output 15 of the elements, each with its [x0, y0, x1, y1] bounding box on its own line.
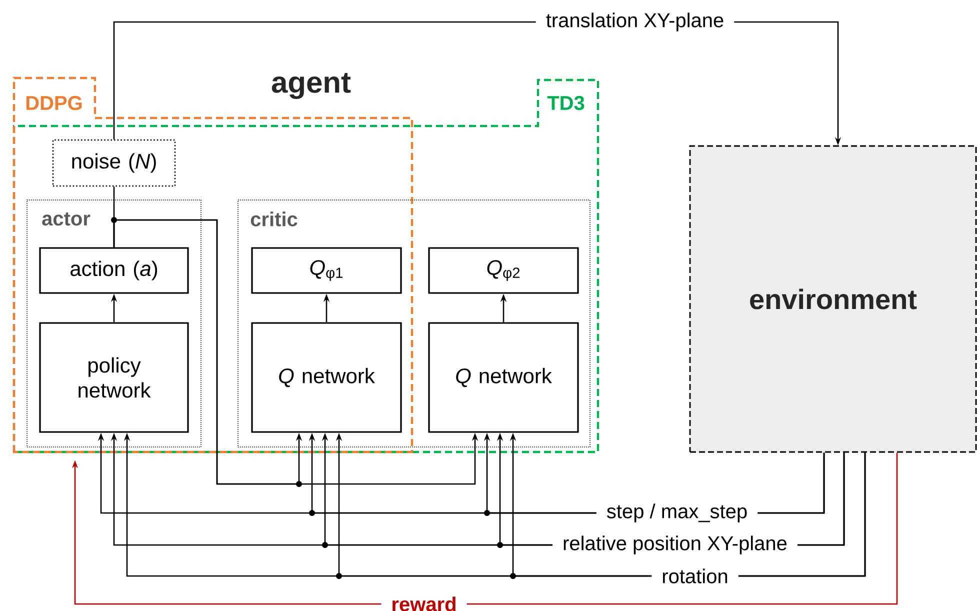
edge-label: rotation: [652, 568, 738, 584]
process-box: Q network: [251, 322, 402, 433]
edge-label: step / max_step: [596, 502, 758, 524]
process-box: Q network: [428, 322, 579, 433]
noise-box: noise (N): [52, 139, 176, 187]
process-box: action (a): [39, 247, 189, 294]
edge-label: translation XY-plane: [536, 12, 734, 32]
environment-box: environment: [689, 145, 977, 453]
title: agent: [272, 73, 351, 99]
edge-label: relative position XY-plane: [552, 534, 798, 556]
connector-arrow: [72, 452, 898, 605]
process-box: policy network: [39, 322, 189, 433]
process-box: Q$_{φ2}$: [428, 247, 579, 294]
edge-label: reward: [381, 596, 467, 611]
process-box: Q$_{φ1}$: [251, 247, 402, 294]
